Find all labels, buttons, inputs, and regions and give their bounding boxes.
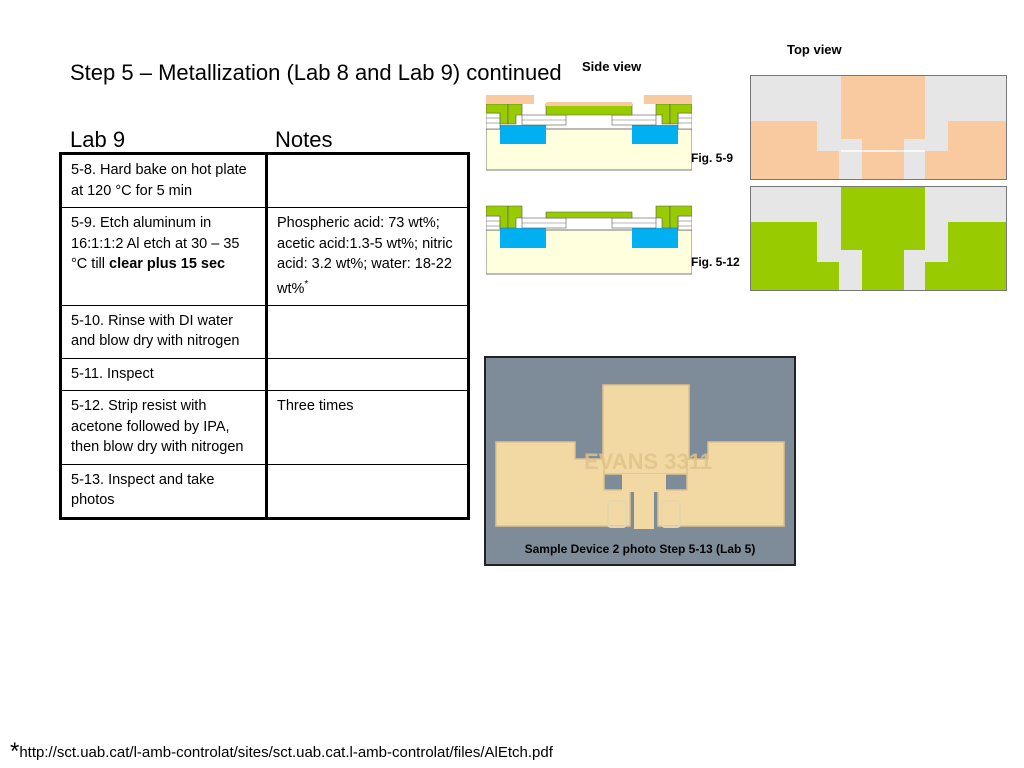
process-steps-table: 5-8. Hard bake on hot plate at 120 °C fo… xyxy=(59,152,470,520)
table-row: 5-9. Etch aluminum in 16:1:1:2 Al etch a… xyxy=(60,207,469,306)
step-cell: 5-9. Etch aluminum in 16:1:1:2 Al etch a… xyxy=(60,207,268,306)
side-view-fig-5-9 xyxy=(486,95,692,171)
top-view-fig-5-12 xyxy=(750,186,1007,291)
side-view-fig-5-12 xyxy=(486,205,692,275)
column-header-notes: Notes xyxy=(275,127,333,152)
fig-5-12-label: Fig. 5-12 xyxy=(691,255,740,269)
column-header-lab: Lab 9 xyxy=(70,127,126,152)
table-row: 5-8. Hard bake on hot plate at 120 °C fo… xyxy=(60,153,469,208)
page-title: Step 5 – Metallization (Lab 8 and Lab 9)… xyxy=(70,60,562,85)
step-cell: 5-12. Strip resist with acetone followed… xyxy=(60,390,268,465)
step-cell: 5-10. Rinse with DI water and blow dry w… xyxy=(60,304,268,359)
step-cell: 5-8. Hard bake on hot plate at 120 °C fo… xyxy=(60,153,268,208)
device-photo: EVANS 3311 xyxy=(484,356,796,566)
table-row: 5-13. Inspect and take photos xyxy=(60,463,469,519)
note-text: Phospheric acid: 73 wt%; acetic acid:1.3… xyxy=(277,215,453,297)
footnote-url[interactable]: http://sct.uab.cat/l-amb-controlat/sites… xyxy=(19,744,553,761)
step-bold-text: clear plus 15 sec xyxy=(109,256,226,272)
top-view-fig-5-9 xyxy=(750,75,1007,180)
note-cell xyxy=(266,357,469,392)
photo-engraving: EVANS 3311 xyxy=(584,449,712,474)
top-view-label: Top view xyxy=(787,42,842,57)
note-cell: Three times xyxy=(266,390,469,465)
photo-caption: Sample Device 2 photo Step 5-13 (Lab 5) xyxy=(524,542,756,556)
note-cell xyxy=(266,304,469,359)
table-row: 5-12. Strip resist with acetone followed… xyxy=(60,390,469,465)
table-row: 5-10. Rinse with DI water and blow dry w… xyxy=(60,304,469,359)
footnote-marker: * xyxy=(304,278,309,290)
step-cell: 5-13. Inspect and take photos xyxy=(60,463,268,519)
side-view-label: Side view xyxy=(582,59,642,74)
footnote-star: * xyxy=(10,738,20,765)
step-text: 5-9. Etch aluminum in 16:1:1:2 Al etch a… xyxy=(71,215,240,272)
note-cell xyxy=(266,463,469,519)
footnote: *http://sct.uab.cat/l-amb-controlat/site… xyxy=(10,738,553,766)
note-cell: Phospheric acid: 73 wt%; acetic acid:1.3… xyxy=(266,207,469,306)
fig-5-9-label: Fig. 5-9 xyxy=(691,151,734,165)
step-cell: 5-11. Inspect xyxy=(60,357,268,392)
table-row: 5-11. Inspect xyxy=(60,357,469,392)
note-cell xyxy=(266,153,469,208)
